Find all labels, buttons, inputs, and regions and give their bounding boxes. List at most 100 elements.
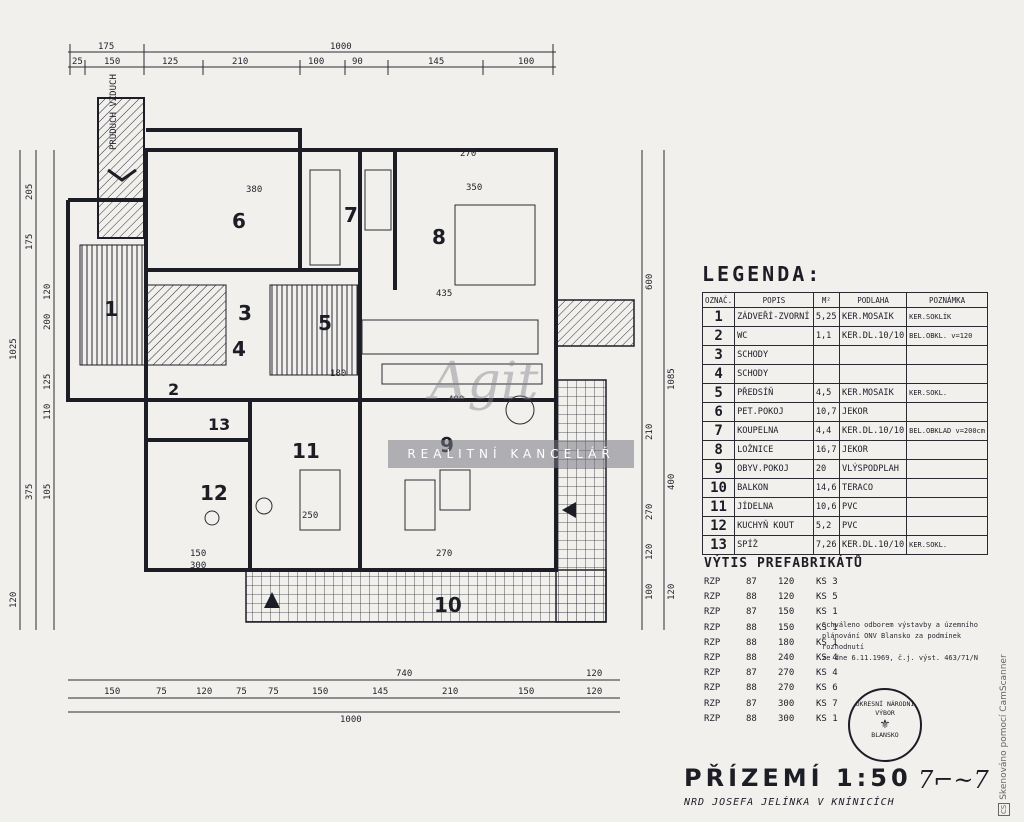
legend-header-no: OZNAČ.: [701, 292, 736, 308]
legend-cell-floor: JEKOR: [839, 402, 908, 422]
dim-bottom-120d: 120: [586, 687, 602, 697]
inner-dim-350: 350: [466, 183, 482, 193]
dim-top-1000: 1000: [330, 42, 352, 52]
dim-right-210: 210: [645, 424, 655, 440]
prefab-cell: 270: [778, 683, 795, 694]
stamp-bottom-text: BLANSKO: [871, 731, 899, 739]
legend-cell-name: BALKON: [734, 478, 814, 498]
drawing-title: PŘÍZEMÍ 1:50: [684, 764, 912, 792]
dim-bottom-150b: 150: [312, 687, 328, 697]
prefab-cell: 300: [778, 698, 795, 709]
legend-cell-note: BEL.OBKL. v=120: [906, 326, 988, 346]
legend-cell-name: KOUPELNA: [734, 421, 814, 441]
prefab-cell: KS 6: [816, 683, 838, 694]
prefab-cell: 88: [746, 592, 757, 603]
legend-cell-no: 2: [701, 326, 736, 346]
legend-cell-no: 7: [701, 421, 736, 441]
prefab-cell: 300: [778, 713, 795, 724]
dim-bottom-1000: 1000: [340, 715, 362, 725]
bottom-dimension-lines: 740 120 150 75 120 75 75 150 145 210 150…: [68, 669, 620, 725]
legend-cell-area: [812, 364, 841, 384]
prefab-cell: 88: [746, 683, 757, 694]
legend-cell-no: 5: [701, 383, 736, 403]
legend-cell-floor: KER.DL.10/10: [839, 326, 908, 346]
legend-cell-name: WC: [734, 326, 814, 346]
legend-cell-name: KUCHYŇ KOUT: [734, 516, 814, 536]
dim-left-1025: 1025: [9, 338, 19, 360]
dim-right-120: 120: [645, 544, 655, 560]
inner-dim-435: 435: [436, 289, 452, 299]
legend-cell-area: 1,1: [812, 326, 841, 346]
dim-right-600: 600: [645, 274, 655, 290]
bath-fixture: [364, 169, 392, 231]
legend-cell-floor: [839, 345, 908, 365]
cabinet-row: [361, 319, 539, 355]
floor-plan-drawing: 175 1000 25 150 125 210 100 90 145 100 1…: [9, 42, 677, 725]
legend-cell-note: BEL.OBKLAD v=200cm: [906, 421, 988, 441]
inner-dim-400: 400: [448, 395, 464, 405]
legend-cell-area: 4,5: [812, 383, 841, 403]
inner-dim-150: 150: [190, 549, 206, 559]
room-1-floor: [79, 244, 147, 366]
prefab-cell: 88: [746, 652, 757, 663]
camscanner-icon: CS: [998, 802, 1010, 816]
dim-bottom-150c: 150: [518, 687, 534, 697]
inner-dim-270b: 270: [460, 149, 476, 159]
legend-cell-no: 3: [701, 345, 736, 365]
dim-bottom-75b: 75: [236, 687, 247, 697]
dim-bottom-75c: 75: [268, 687, 279, 697]
prefab-cell: KS 1: [816, 622, 838, 633]
prefab-cell: KS 4: [816, 668, 838, 679]
dim-left-125: 125: [43, 374, 53, 390]
dim-top-125: 125: [162, 57, 178, 67]
legend-cell-note: [906, 402, 988, 422]
dim-left-120b: 120: [9, 592, 19, 608]
legend-cell-name: JÍDELNA: [734, 497, 814, 517]
prefab-cell: 87: [746, 607, 757, 618]
legend-cell-floor: VLÝSPODPLAH: [839, 459, 908, 479]
dim-top-150: 150: [104, 57, 120, 67]
legend-cell-note: KER.SOKLÍK: [906, 307, 988, 327]
prefab-cell: KS 1: [816, 637, 838, 648]
legend-cell-note: [906, 516, 988, 536]
legend-cell-no: 13: [701, 535, 736, 555]
legend-cell-note: [906, 478, 988, 498]
prefab-cell: 87: [746, 577, 757, 587]
legend-cell-note: [906, 364, 988, 384]
legend-cell-name: SCHODY: [734, 345, 814, 365]
prefab-cell: 270: [778, 668, 795, 679]
legend-cell-floor: KER.DL.10/10: [839, 535, 908, 555]
prefab-cell: KS 1: [816, 607, 838, 618]
legend-header-row: OZNAČ. POPIS M² PODLAHA POZNÁMKA: [701, 292, 988, 308]
legend-cell-no: 6: [701, 402, 736, 422]
prefab-cell: RZP: [704, 592, 721, 603]
dim-bottom-120c: 120: [196, 687, 212, 697]
approval-line: ze dne 6.11.1969, č.j. výst. 463/71/N: [822, 654, 978, 662]
legend-cell-name: LOŽNICE: [734, 440, 814, 460]
legend-cell-note: KER.SOKL.: [906, 535, 988, 555]
dim-right-270: 270: [645, 504, 655, 520]
room-5-floor: [269, 284, 359, 376]
prefab-cell: KS 1: [816, 713, 838, 724]
prefab-cell: 120: [778, 592, 795, 603]
legend-cell-no: 12: [701, 516, 736, 536]
stool: [255, 497, 273, 515]
watermark-banner: REALITNÍ KANCELÁŘ: [388, 440, 634, 468]
legend-cell-area: 14,6: [812, 478, 841, 498]
prefab-cell: RZP: [704, 652, 721, 663]
legend-cell-no: 9: [701, 459, 736, 479]
prefab-cell: 87: [746, 668, 757, 679]
dim-right-400: 400: [667, 474, 677, 490]
prefab-cell: 150: [778, 607, 795, 618]
